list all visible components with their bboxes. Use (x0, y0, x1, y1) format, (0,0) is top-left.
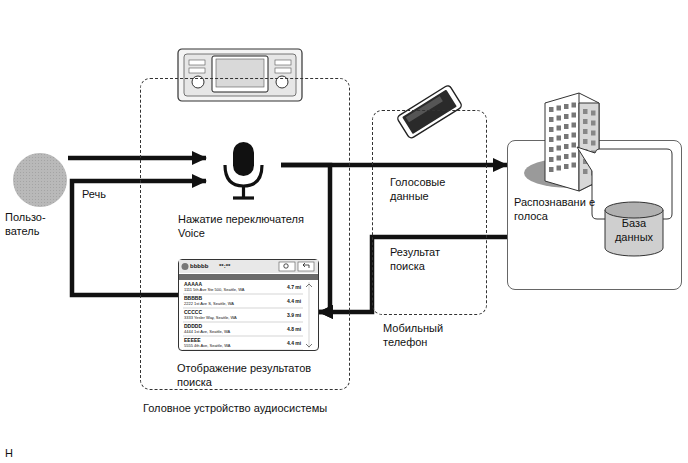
edge-label: Голосовые данные (390, 176, 470, 204)
screen-text: 4.7 mi (287, 285, 301, 291)
screen-text: 4444 1st Ave, Seattle, WA (184, 330, 230, 334)
screen-text: 3.9 mi (287, 313, 301, 319)
screen-text: EEEEE (184, 338, 201, 344)
microphone: Нажатие переключателя Voice (206, 139, 281, 203)
node-caption: База данных (606, 217, 662, 245)
screen-text: 4.4 mi (287, 299, 301, 305)
result-screen: Отображение результатов поискаbbbbb**:**… (178, 259, 319, 351)
screen-text: 4.8 mi (287, 327, 301, 333)
node-caption: Мобильный телефон (383, 322, 483, 350)
screen-text: DDDDD (184, 324, 202, 330)
screen-text: 3333 Yesler Way, Seattle, WA (184, 316, 237, 320)
user-circle: Пользо- ватель (13, 153, 67, 207)
node-caption: Распознавани е голоса (514, 196, 596, 224)
node-caption: Пользо- ватель (5, 211, 57, 239)
node-caption: Нажатие переключателя Voice (178, 213, 320, 241)
phone-illustration (392, 82, 466, 140)
flow-arrow (68, 156, 206, 161)
node-caption: Отображение результатов поиска (177, 362, 335, 390)
server-building-illustration (507, 91, 682, 291)
flow-arrow (319, 237, 507, 312)
recognition-server-box: Распознавани е голосаБаза данных (507, 140, 682, 290)
screen-text: CCCCC (184, 310, 202, 316)
head-unit-illustration (176, 46, 304, 104)
head-unit-region: Головное устройство аудиосистемыНажатие … (140, 78, 350, 390)
node-caption: Головное устройство аудиосистемы (143, 402, 373, 416)
screen-text: 1111 5th Ave Ste 500, Seattle, WA (184, 288, 244, 292)
screen-text: AAAAA (184, 282, 202, 288)
screen-text: 4.4 mi (287, 341, 301, 347)
phone-region: Мобильный телефон (372, 110, 487, 315)
edge-label: Речь (82, 188, 122, 202)
edge-label: Результат поиска (390, 246, 470, 274)
footnote-letter: H (5, 447, 13, 459)
screen-text: BBBBB (184, 296, 202, 302)
screen-text: 2222 1st Ave S, Seattle, WA (184, 302, 234, 306)
screen-text: bbbbb (190, 263, 208, 270)
screen-text: **:** (219, 263, 230, 270)
screen-text: 5555 4th Ave, Seattle, WA (184, 344, 230, 348)
database-cylinder: База данных (603, 201, 665, 257)
microphone-icon (206, 139, 281, 203)
